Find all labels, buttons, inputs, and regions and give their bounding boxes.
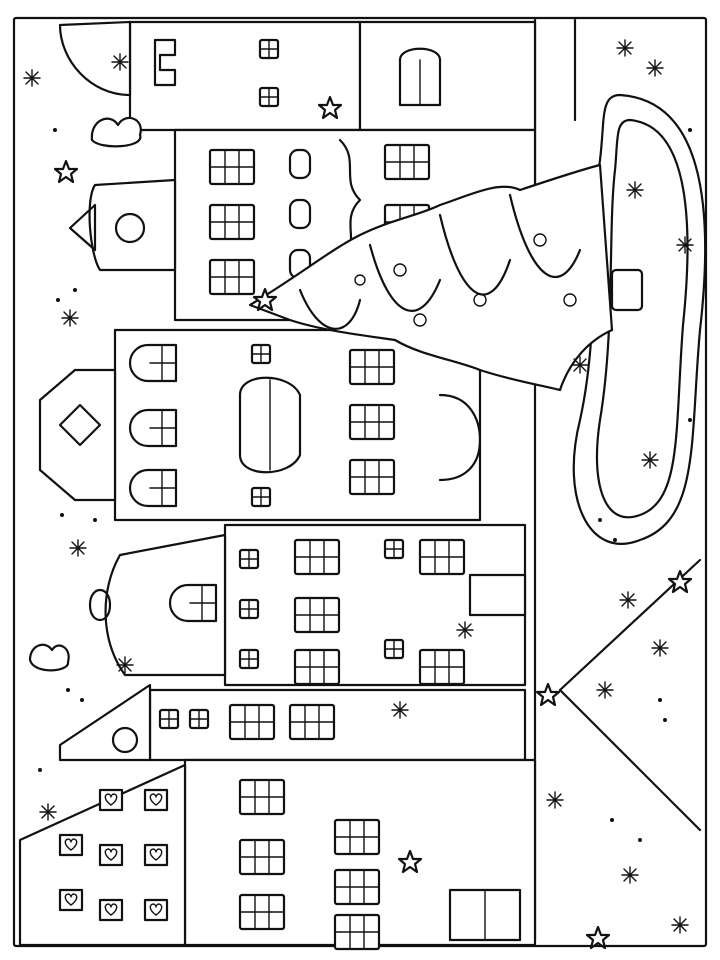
snow-dots: [38, 128, 692, 842]
town-square: [533, 18, 707, 942]
christmas-tree: [248, 163, 644, 392]
clouds: [28, 116, 142, 672]
row-of-townhouses: [18, 20, 537, 951]
